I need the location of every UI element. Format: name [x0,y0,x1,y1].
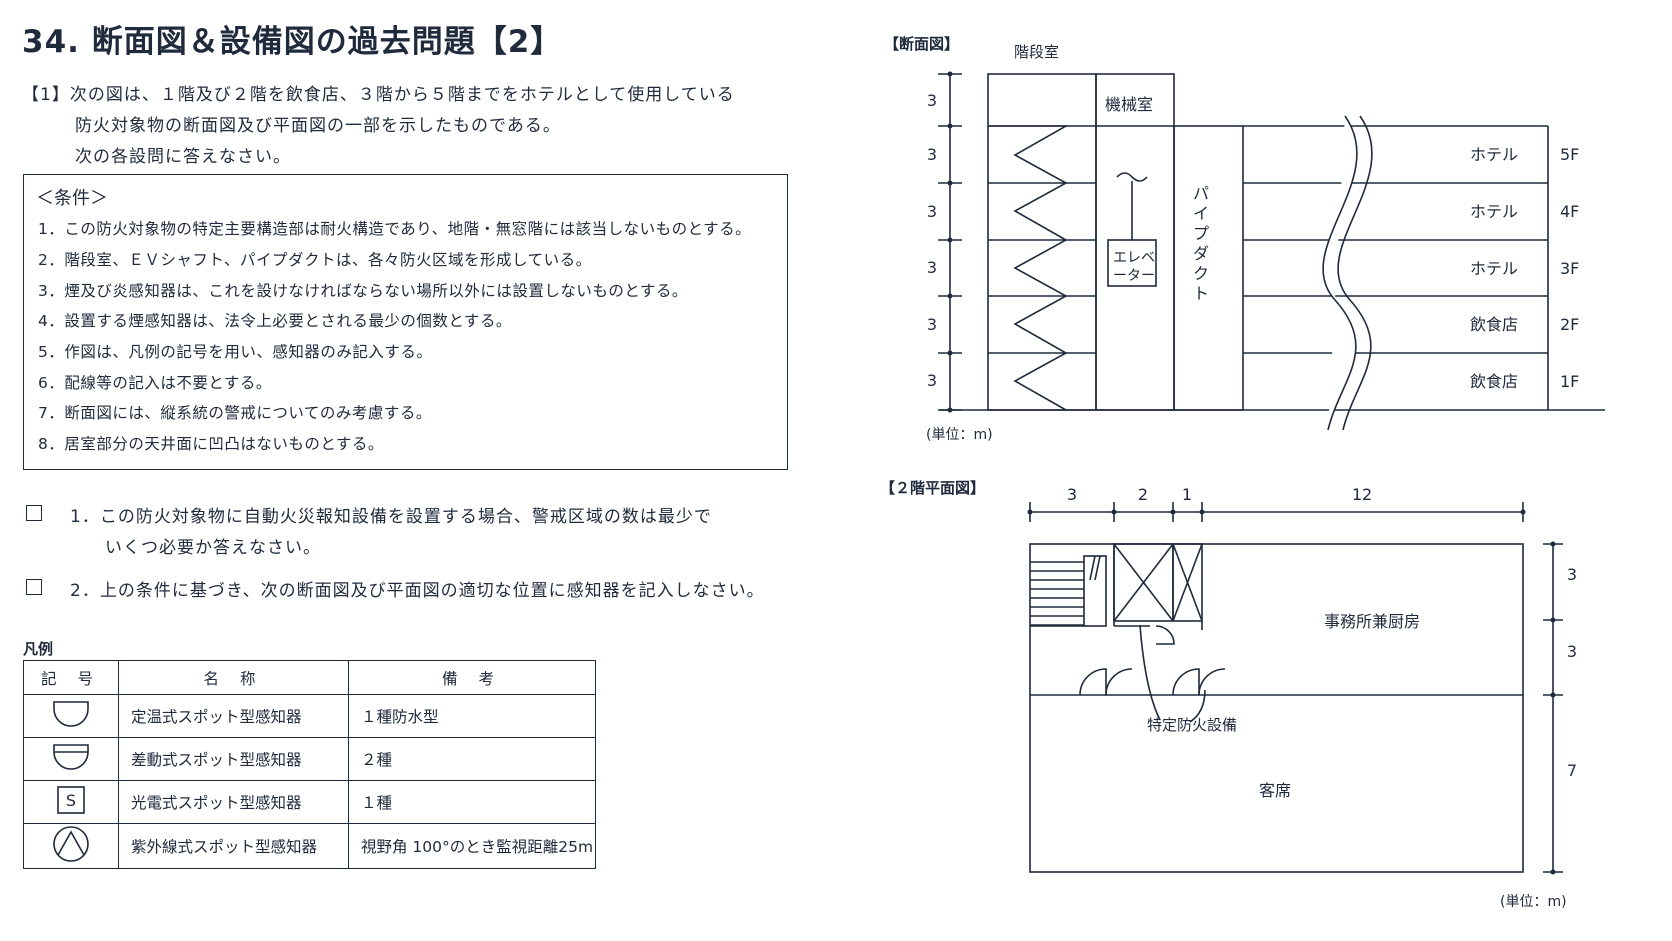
pipe-duct-char: イ [1193,204,1209,223]
condition-item: 5．作図は、凡例の記号を用い、感知器のみ記入する。 [38,343,433,361]
section-dim: 3 [927,91,937,110]
conditions-box [23,174,788,470]
legend-note: １種 [348,780,596,824]
legend-header-name: 名 称 [118,660,349,695]
plan-top-dim: 12 [1352,485,1372,504]
floor-number: 5F [1560,145,1579,164]
section-dim: 3 [927,315,937,334]
floor-use: 飲食店 [1470,372,1518,391]
legend-row: 差動式スポット型感知器 ２種 [23,737,596,781]
legend-note: １種防水型 [348,694,596,738]
legend-row: 紫外線式スポット型感知器 視野角 100°のとき監視距離25m [23,823,596,869]
plan-right-dim: 3 [1567,565,1577,584]
pipe-duct-char: パ [1193,184,1209,203]
plan-label: 【２階平面図】 [880,479,985,497]
condition-item: 1．この防火対象物の特定主要構造部は耐火構造であり、地階・無窓階には該当しないも… [38,220,752,238]
question-2-checkbox[interactable] [26,579,42,595]
question-1-line-1: 1．この防火対象物に自動火災報知設備を設置する場合、警戒区域の数は最少で [70,507,712,527]
legend-name: 紫外線式スポット型感知器 [118,823,349,869]
pipe-duct-char: ト [1193,284,1209,303]
office-kitchen-label: 事務所兼厨房 [1324,612,1420,631]
intro-line-1: 【1】次の図は、１階及び２階を飲食店、３階から５階までをホテルとして使用している [22,85,735,105]
intro-line-3: 次の各設問に答えなさい。 [75,147,291,167]
floor-use: ホテル [1470,259,1518,278]
seating-label: 客席 [1259,781,1291,800]
floor-number: 4F [1560,202,1579,221]
floor-use: 飲食店 [1470,315,1518,334]
rate-of-rise-spot-detector-icon [53,744,89,770]
photoelectric-spot-detector-icon: S [57,786,85,814]
plan-right-dim: 7 [1567,761,1577,780]
elevator-label-line-2: ーター [1113,268,1155,284]
legend-label: 凡例 [23,640,54,658]
legend-table: 記 号 名 称 備 考 定温式スポット型感知器 １種防水型 差動式スポット型感知… [23,660,596,869]
legend-name: 光電式スポット型感知器 [118,780,349,824]
elevator-label-line-1: エレベ [1113,250,1155,266]
fixed-temp-spot-detector-icon [53,701,89,727]
plan-right-dim: 3 [1567,642,1577,661]
legend-header-note: 備 考 [348,660,596,695]
condition-item: 2．階段室、ＥＶシャフト、パイプダクトは、各々防火区域を形成している。 [38,251,592,269]
condition-item: 4．設置する煙感知器は、法令上必要とされる最少の個数とする。 [38,312,512,330]
intro-line-2: 防火対象物の断面図及び平面図の一部を示したものである。 [75,116,561,136]
conditions-title: ＜条件＞ [36,188,108,209]
floor-number: 3F [1560,259,1579,278]
uv-flame-detector-icon [53,826,89,862]
plan-top-dim: 1 [1182,485,1192,504]
stair-room-label: 階段室 [1014,43,1059,61]
section-dim: 3 [927,371,937,390]
condition-item: 7．断面図には、縦系統の警戒についてのみ考慮する。 [38,404,432,422]
machine-room-label: 機械室 [1105,95,1153,114]
section-dim: 3 [927,145,937,164]
legend-name: 差動式スポット型感知器 [118,737,349,781]
legend-note: 視野角 100°のとき監視距離25m [348,823,596,869]
plan-top-dim: 2 [1138,485,1148,504]
floor-use: ホテル [1470,145,1518,164]
question-1-checkbox[interactable] [26,505,42,521]
legend-header-symbol: 記 号 [23,660,119,695]
plan-top-dim: 3 [1067,485,1077,504]
section-unit: (単位：m) [926,427,993,443]
special-equipment-label: 特定防火設備 [1147,716,1237,734]
section-dim: 3 [927,258,937,277]
legend-note: ２種 [348,737,596,781]
plan-drawing [1029,502,1563,873]
section-label: 【断面図】 [884,35,959,53]
dimension-ticks [947,71,1556,875]
legend-header-row: 記 号 名 称 備 考 [23,660,596,695]
photoelectric-symbol-text: S [66,791,76,810]
pipe-duct-char: ク [1193,264,1209,283]
plan-unit: (単位：m) [1500,894,1567,910]
condition-item: 8．居室部分の天井面に凹凸はないものとする。 [38,435,384,453]
floor-use: ホテル [1470,202,1518,221]
legend-name: 定温式スポット型感知器 [118,694,349,738]
condition-item: 6．配線等の記入は不要とする。 [38,374,272,392]
section-dim: 3 [927,202,937,221]
floor-number: 1F [1560,372,1579,391]
question-1-line-2: いくつ必要か答えなさい。 [105,538,321,558]
pipe-duct-char: プ [1193,224,1209,243]
floor-number: 2F [1560,315,1579,334]
legend-row: 定温式スポット型感知器 １種防水型 [23,694,596,738]
question-2-line-1: 2．上の条件に基づき、次の断面図及び平面図の適切な位置に感知器を記入しなさい。 [70,581,765,601]
page-title: 34. 断面図＆設備図の過去問題【2】 [22,24,563,60]
pipe-duct-char: ダ [1193,244,1209,263]
legend-row: S 光電式スポット型感知器 １種 [23,780,596,824]
section-drawing [938,73,1605,431]
condition-item: 3．煙及び炎感知器は、これを設けなければならない場所以外には設置しないものとする… [38,282,688,300]
